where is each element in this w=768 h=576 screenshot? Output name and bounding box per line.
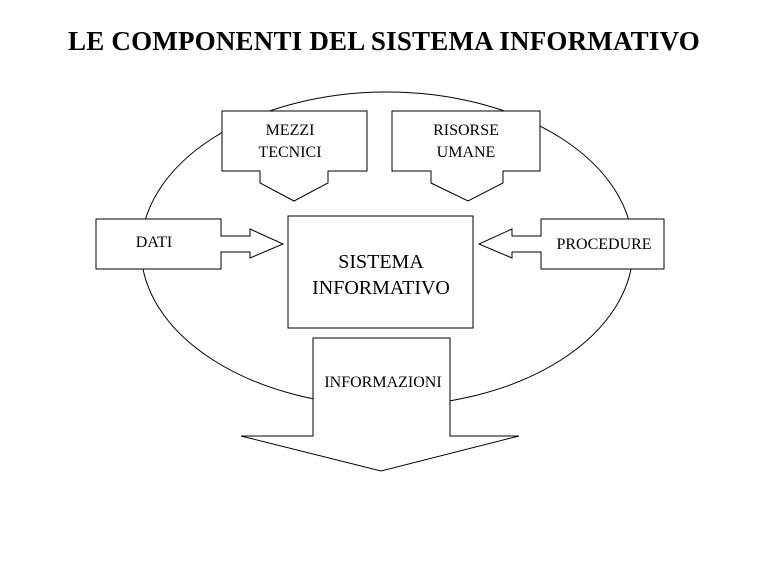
technical-means-label-line1: MEZZI — [266, 122, 315, 139]
information-system-label-line1: SISTEMA — [338, 251, 424, 273]
slide-title: LE COMPONENTI DEL SISTEMA INFORMATIVO — [68, 26, 700, 56]
human-resources-label-line2: UMANE — [437, 144, 496, 161]
information-system-box: SISTEMA INFORMATIVO — [287, 215, 474, 329]
information-system-label-line2: INFORMATIVO — [312, 277, 450, 299]
procedures-arrow: PROCEDURE — [477, 218, 665, 270]
information-output-arrow: INFORMAZIONI — [240, 337, 520, 472]
technical-means-arrow: MEZZI TECNICI — [221, 110, 368, 202]
information-output-label: INFORMAZIONI — [324, 374, 441, 391]
data-label: DATI — [136, 234, 172, 251]
data-arrow: DATI — [95, 218, 285, 270]
human-resources-arrow: RISORSE UMANE — [391, 110, 541, 202]
human-resources-label-line1: RISORSE — [433, 122, 499, 139]
technical-means-label-line2: TECNICI — [258, 144, 321, 161]
procedures-label: PROCEDURE — [556, 236, 651, 253]
